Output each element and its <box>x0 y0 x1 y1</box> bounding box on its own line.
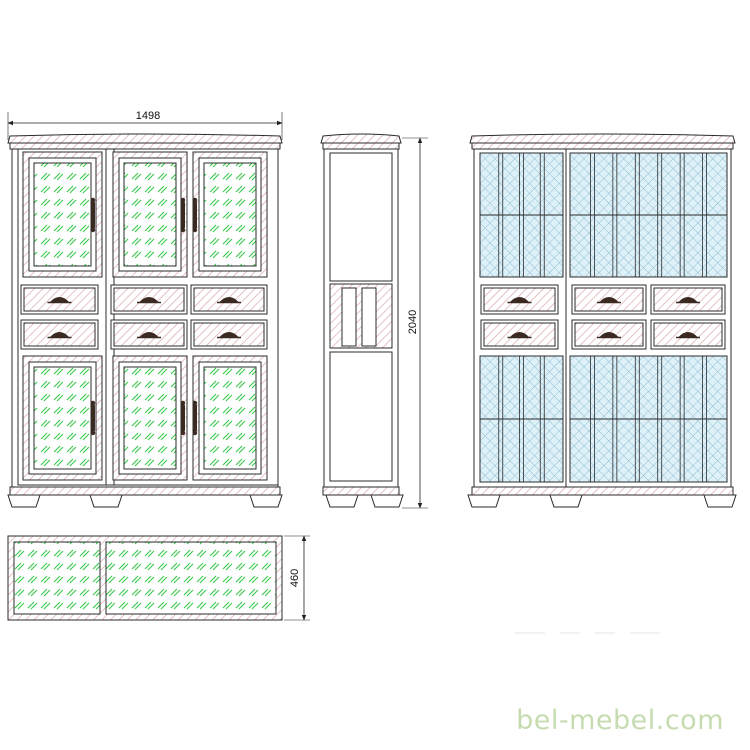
glass-panel <box>203 162 257 267</box>
dimension-lines: 1498 2040 460 <box>7 110 428 621</box>
bail-handle-icon <box>193 201 197 229</box>
handle-rose <box>192 400 198 406</box>
depth-dimension: 460 <box>289 569 301 587</box>
handle-rose <box>192 197 198 203</box>
shell-pull-icon <box>219 332 239 338</box>
side-view <box>320 133 404 508</box>
handle-rose <box>90 197 96 203</box>
cornice-moulding <box>322 142 400 150</box>
cornice <box>320 133 402 144</box>
cornice-moulding <box>471 142 734 150</box>
shell-pull-icon <box>509 297 530 303</box>
top-view <box>7 535 283 621</box>
top-right-section <box>105 541 277 615</box>
plinth <box>471 486 734 496</box>
side-upper-opening <box>329 152 393 282</box>
shell-pull-icon <box>139 332 159 338</box>
front-view <box>7 133 283 508</box>
handle-rose <box>180 400 186 406</box>
cornice <box>469 133 736 144</box>
bail-handle-icon <box>91 404 95 432</box>
drawer-side <box>341 287 357 347</box>
shell-pull-icon <box>509 332 530 338</box>
bail-handle-icon <box>181 201 185 229</box>
handle-rose <box>180 430 186 436</box>
bun-foot-icon <box>703 494 737 508</box>
plinth <box>9 486 281 496</box>
bun-foot-icon <box>89 494 123 508</box>
glass-panel <box>33 366 92 470</box>
bail-handle-icon <box>91 201 95 229</box>
bun-foot-icon <box>249 494 283 508</box>
handle-rose <box>90 430 96 436</box>
glass-panel <box>203 366 257 470</box>
cornice <box>7 133 283 144</box>
bun-foot-icon <box>7 494 41 508</box>
back-view <box>467 133 737 508</box>
shell-pull-icon <box>678 297 698 303</box>
bun-foot-icon <box>467 494 501 508</box>
bun-foot-icon <box>549 494 583 508</box>
shell-pull-icon <box>678 332 698 338</box>
bun-foot-icon <box>325 494 359 508</box>
glass-panel <box>123 366 177 470</box>
height-dimension: 2040 <box>407 310 419 334</box>
handle-rose <box>192 430 198 436</box>
handle-rose <box>180 197 186 203</box>
handle-rose <box>192 227 198 233</box>
left-section <box>17 148 115 486</box>
shell-pull-icon <box>219 297 239 303</box>
plinth <box>322 486 400 496</box>
glass-panel <box>123 162 177 267</box>
side-drawer-section <box>329 283 393 349</box>
shell-pull-icon <box>49 332 70 338</box>
glass-panel <box>33 162 92 267</box>
right-section <box>105 148 279 486</box>
shell-pull-icon <box>599 297 619 303</box>
bail-handle-icon <box>181 404 185 432</box>
width-dimension: 1498 <box>136 110 160 122</box>
shell-pull-icon <box>49 297 70 303</box>
watermark: bel-mebel.com <box>516 705 724 736</box>
handle-rose <box>90 400 96 406</box>
cornice-moulding <box>9 142 281 150</box>
side-lower-opening <box>329 351 393 482</box>
shell-pull-icon <box>599 332 619 338</box>
handle-rose <box>90 227 96 233</box>
bail-handle-icon <box>193 404 197 432</box>
top-left-section <box>13 541 101 615</box>
drawer-side <box>361 287 377 347</box>
bun-foot-icon <box>370 494 404 508</box>
handle-rose <box>180 227 186 233</box>
shell-pull-icon <box>139 297 159 303</box>
